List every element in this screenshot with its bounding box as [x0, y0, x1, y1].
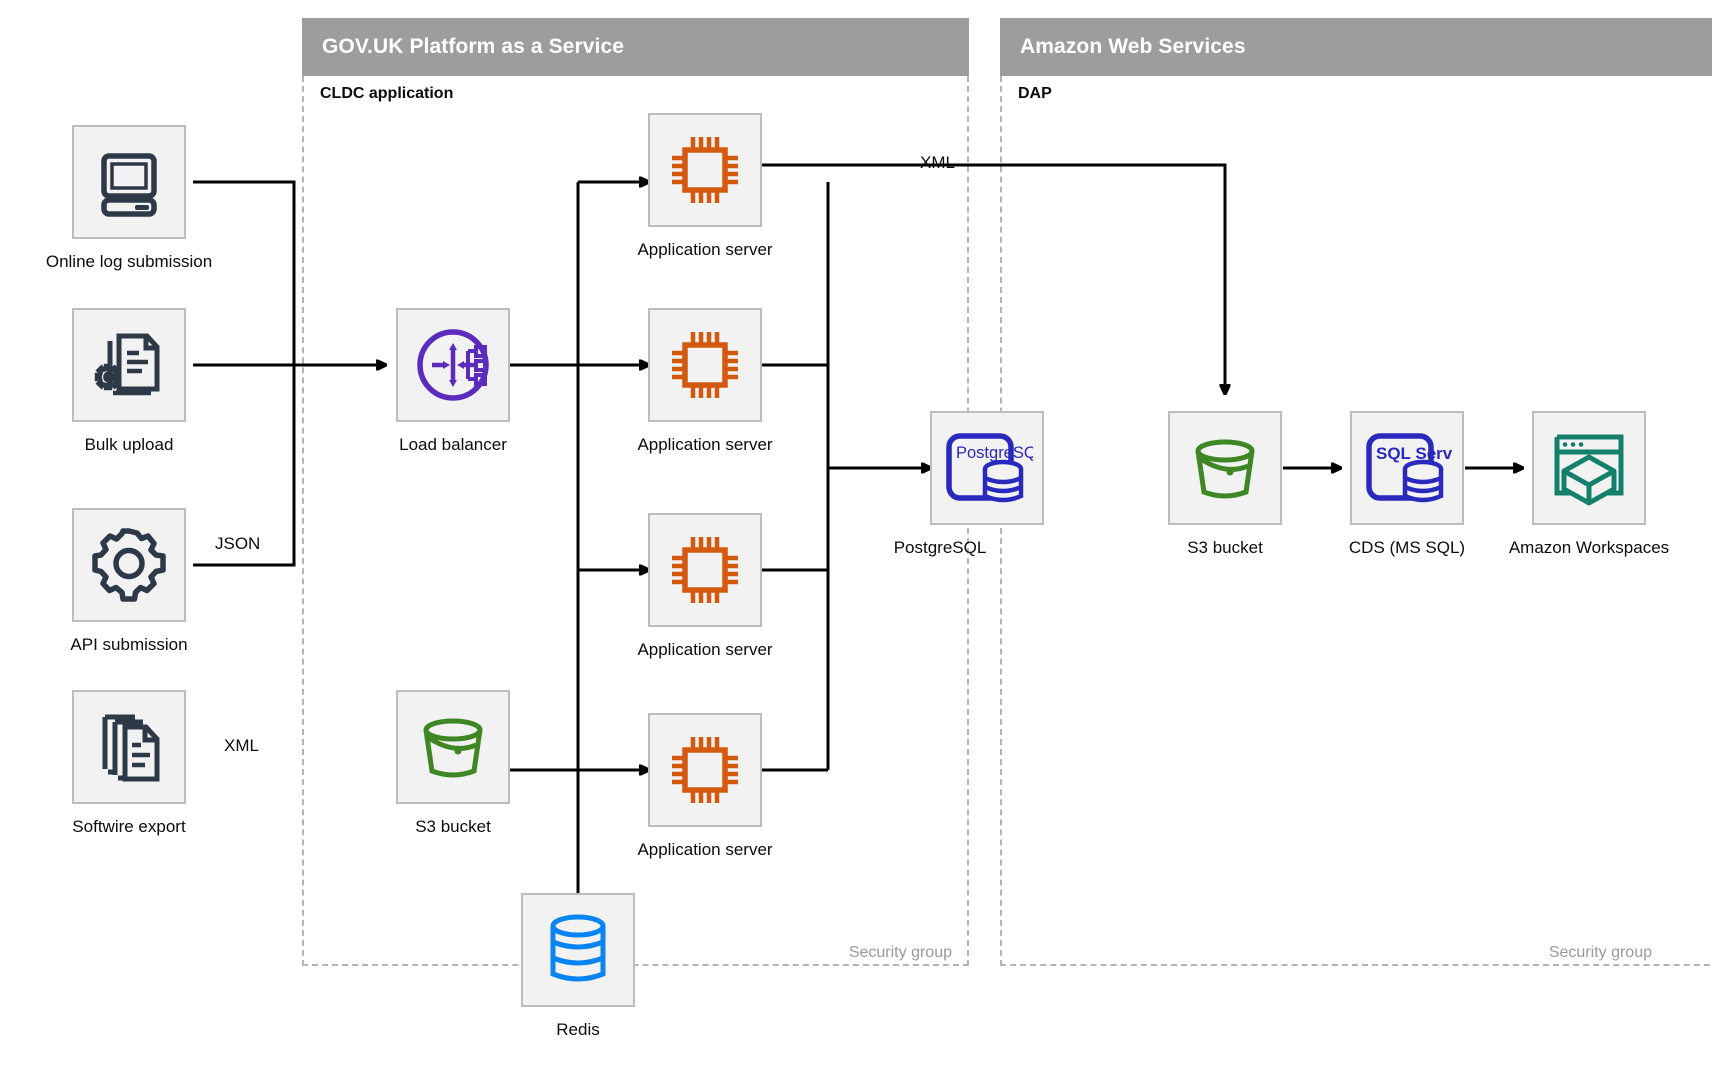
node-redis[interactable]: [521, 893, 635, 1007]
group-body-paas: [302, 76, 969, 966]
node-postgresql[interactable]: PostgreSQL: [930, 411, 1044, 525]
node-label-online-log-submission: Online log submission: [45, 252, 213, 271]
node-label-redis: Redis: [556, 1020, 600, 1039]
node-label-bulk-upload: Bulk upload: [84, 435, 174, 454]
security-group-label-paas: Security group: [848, 944, 952, 961]
node-label-app-server-2: Application server: [637, 435, 773, 454]
node-softwire-export[interactable]: [72, 690, 186, 804]
node-bulk-upload[interactable]: [72, 308, 186, 422]
node-label-load-balancer: Load balancer: [399, 435, 507, 454]
edge-label-xml-dap: XML: [920, 153, 955, 172]
cpu-chip-icon: [672, 332, 738, 398]
group-header-aws: Amazon Web Services: [1000, 18, 1712, 76]
cpu-chip-icon: [672, 737, 738, 803]
sql-server-icon: SQL Server: [1366, 433, 1453, 503]
postgresql-icon: PostgreSQL: [946, 433, 1033, 503]
edge-label-xml-softwire: XML: [224, 736, 259, 755]
load-balancer-icon: [417, 329, 489, 401]
node-amazon-workspaces[interactable]: [1532, 411, 1646, 525]
wire-online-log-to-trunk: [193, 180, 296, 365]
node-label-app-server-4: Application server: [637, 840, 773, 859]
desktop-computer-icon: [101, 153, 157, 217]
node-label-app-server-3: Application server: [637, 640, 773, 659]
node-label-api-submission: API submission: [70, 635, 188, 654]
node-label-amazon-workspaces: Amazon Workspaces: [1508, 538, 1670, 557]
node-online-log-submission[interactable]: [72, 125, 186, 239]
database-cylinder-icon: [550, 914, 606, 982]
documents-stack-icon: [102, 714, 160, 782]
gear-icon: [92, 528, 166, 602]
node-s3-bucket-paas[interactable]: [396, 690, 510, 804]
node-label-softwire-export: Softwire export: [72, 817, 186, 836]
node-app-server-4[interactable]: [648, 713, 762, 827]
group-header-aws-label: Amazon Web Services: [1020, 35, 1246, 58]
subgroup-label-dap: DAP: [1018, 85, 1052, 102]
security-group-label-aws: Security group: [1548, 944, 1652, 961]
svg-text:SQL Server: SQL Server: [1376, 444, 1453, 463]
workspaces-cube-icon: [1554, 434, 1624, 506]
node-label-cds-ms-sql: CDS (MS SQL): [1348, 538, 1466, 557]
node-label-s3-bucket-aws: S3 bucket: [1187, 538, 1263, 557]
node-s3-bucket-aws[interactable]: [1168, 411, 1282, 525]
node-app-server-3[interactable]: [648, 513, 762, 627]
node-app-server-1[interactable]: [648, 113, 762, 227]
cpu-chip-icon: [672, 137, 738, 203]
node-load-balancer[interactable]: [396, 308, 510, 422]
svg-text:PostgreSQL: PostgreSQL: [956, 444, 1033, 462]
cpu-chip-icon: [672, 537, 738, 603]
group-header-paas: GOV.UK Platform as a Service: [302, 18, 969, 76]
node-label-app-server-1: Application server: [637, 240, 773, 259]
edge-label-json: JSON: [215, 534, 261, 553]
node-label-s3-bucket-paas: S3 bucket: [415, 817, 491, 836]
subgroup-label-cldc: CLDC application: [320, 85, 454, 102]
document-gear-icon: [94, 333, 160, 396]
node-app-server-2[interactable]: [648, 308, 762, 422]
group-header-paas-label: GOV.UK Platform as a Service: [322, 35, 624, 58]
node-label-postgresql: PostgreSQL: [893, 538, 987, 557]
node-api-submission[interactable]: [72, 508, 186, 622]
node-cds-ms-sql[interactable]: SQL Server: [1350, 411, 1464, 525]
s3-bucket-icon: [1195, 439, 1255, 499]
s3-bucket-icon: [423, 718, 483, 778]
